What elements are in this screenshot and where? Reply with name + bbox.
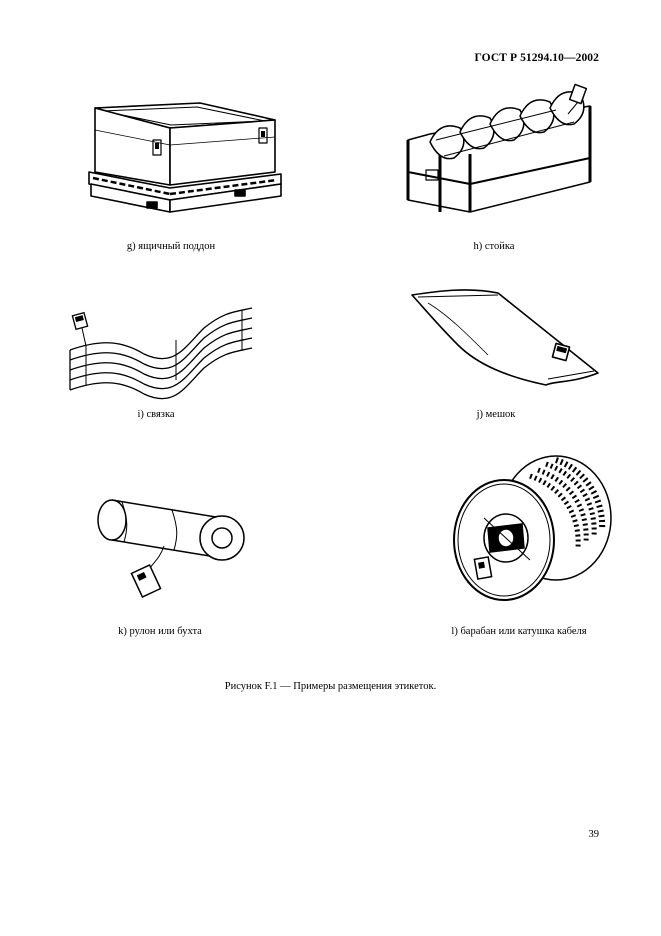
sack-illustration	[411, 289, 599, 386]
figure-caption: Рисунок F.1 — Примеры размещения этикето…	[224, 681, 437, 692]
caption-cable-drum: l) барабан или катушка кабеля	[451, 626, 587, 637]
cable-drum-illustration	[453, 455, 612, 601]
document-header: ГОСТ Р 51294.10—2002	[474, 52, 599, 64]
roll-illustration	[97, 499, 245, 599]
caption-bundle: i) связка	[137, 409, 175, 420]
caption-roll: k) рулон или бухта	[118, 626, 202, 637]
bundle-illustration	[69, 307, 253, 400]
caption-box-pallet: g) ящичный поддон	[126, 241, 216, 252]
rack-illustration	[406, 83, 592, 213]
page-number: 39	[588, 829, 600, 840]
box-pallet-illustration	[88, 102, 282, 213]
caption-rack: h) стойка	[473, 241, 515, 252]
caption-sack: j) мешок	[476, 409, 516, 420]
